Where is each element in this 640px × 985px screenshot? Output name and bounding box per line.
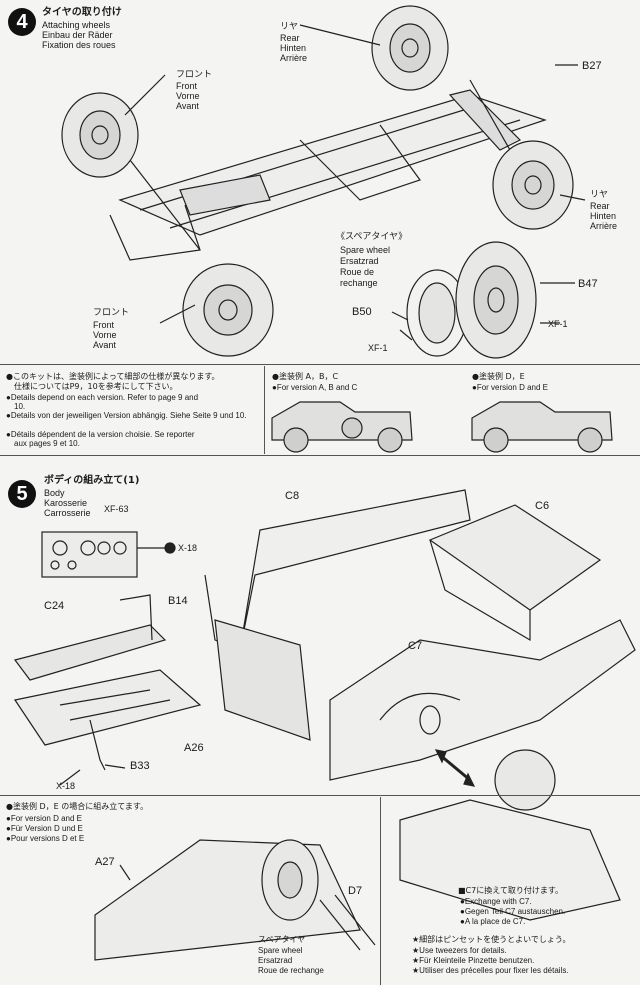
version-de-step-jp: ●塗装例 D，E の場合に組み立てます。: [6, 802, 149, 811]
exchange-note-de: ●Gegen Teil C7 austauschen.: [460, 907, 566, 916]
note-divider: [0, 455, 640, 456]
front-top-label-en: Front: [176, 81, 198, 91]
part-a27: A27: [95, 856, 115, 868]
version-de-step-en: ●For version D and E: [6, 814, 82, 823]
step-4-number: 4: [8, 8, 36, 36]
version-de-en: ●For version D and E: [472, 383, 548, 392]
rear-top-label-de: Hinten: [280, 43, 307, 53]
tweezers-note-jp: ★細部はピンセットを使うとよいでしょう。: [412, 935, 571, 944]
rear-right-label-jp: リヤ: [590, 190, 609, 200]
exchange-note-en: ●Exchange with C7.: [460, 897, 532, 906]
version-abc-en: ●For version A, B and C: [272, 383, 358, 392]
rear-right-label-de: Hinten: [590, 211, 617, 221]
step-5-title-fr: Carrosserie: [44, 508, 91, 518]
part-x18-bottom: X-18: [56, 781, 76, 791]
step-4-title-en: Attaching wheels: [42, 20, 111, 30]
part-xf1-right: XF-1: [548, 319, 568, 329]
exchange-note-jp: ■C7に換えて取り付けます。: [458, 886, 564, 895]
part-c8: C8: [285, 490, 300, 502]
step-4-title-jp: タイヤの取り付け: [42, 7, 122, 18]
version-note-de: ●Details von der jeweiligen Version abhä…: [6, 411, 247, 420]
spare-label-fr: Roue de rechange: [258, 966, 324, 975]
version-de-step-de: ●Für Version D und E: [6, 824, 83, 833]
version-de-step-fr: ●Pour versions D et E: [6, 834, 85, 843]
version-note-fr2: aux pages 9 et 10.: [14, 439, 80, 448]
version-note-fr1: ●Détails dépendent de la version choisie…: [6, 430, 195, 439]
step-5-title-jp: ボディの組み立て(1): [44, 475, 140, 486]
version-note-jp2: 仕様についてはP9，10を参考にして下さい。: [14, 382, 178, 391]
part-c6: C6: [535, 500, 550, 512]
version-note-en2: 10.: [14, 402, 26, 411]
step-5-number: 5: [8, 480, 36, 508]
spare-wheel-label-en: Spare wheel: [340, 245, 391, 255]
rear-right-label-fr: Arrière: [590, 221, 618, 231]
front-top-label-de: Vorne: [176, 91, 200, 101]
part-c7: C7: [408, 640, 423, 652]
front-bottom-label-en: Front: [93, 320, 115, 330]
part-b50: B50: [352, 306, 372, 318]
step-4-title-de: Einbau der Räder: [42, 30, 113, 40]
version-abc-jp: ●塗装例 A，B，C: [272, 372, 339, 381]
spare-wheel-label-jp: 《スペアタイヤ》: [336, 232, 408, 242]
step-5-title-en: Body: [44, 488, 65, 498]
step-5-title-de: Karosserie: [44, 498, 88, 508]
spare-label-de: Ersatzrad: [258, 956, 293, 965]
part-x18-top: X-18: [178, 543, 198, 553]
part-a26: A26: [184, 742, 204, 754]
part-b33: B33: [130, 760, 150, 772]
step4-divider: [0, 364, 640, 365]
rear-top-label-fr: Arrière: [280, 53, 308, 63]
spare-wheel-label-fr2: rechange: [340, 278, 378, 288]
tweezers-note-de: ★Für Kleinteile Pinzette benutzen.: [412, 956, 535, 965]
front-bottom-label-de: Vorne: [93, 330, 117, 340]
step5-divider: [0, 795, 640, 796]
part-xf1-left: XF-1: [368, 343, 388, 353]
front-bottom-label-jp: フロント: [93, 308, 130, 318]
version-de-jp: ●塗装例 D，E: [472, 372, 525, 381]
part-xf63: XF-63: [104, 504, 129, 514]
part-c24: C24: [44, 600, 65, 612]
exchange-note-fr: ●A la place de C7.: [460, 917, 526, 926]
front-bottom-label-fr: Avant: [93, 340, 116, 350]
step5-vertical-divider: [380, 797, 381, 985]
version-note-en1: ●Details depend on each version. Refer t…: [6, 393, 199, 402]
spare-label-jp: スペアタイヤ: [258, 935, 306, 944]
version-note-jp1: ●このキットは、塗装例によって細部の仕様が異なります。: [6, 372, 220, 381]
rear-right-label-en: Rear: [590, 201, 610, 211]
rear-top-label-jp: リヤ: [280, 22, 299, 32]
tweezers-note-en: ★Use tweezers for details.: [412, 946, 507, 955]
part-b14: B14: [168, 595, 188, 607]
step-4-title-fr: Fixation des roues: [42, 40, 116, 50]
spare-label-en: Spare wheel: [258, 946, 303, 955]
front-top-label-jp: フロント: [176, 70, 213, 80]
part-d7: D7: [348, 885, 363, 897]
rear-top-label-en: Rear: [280, 33, 300, 43]
part-b47: B47: [578, 278, 598, 290]
part-b27: B27: [582, 60, 602, 72]
note-vertical-divider: [264, 366, 265, 454]
tweezers-note-fr: ★Utiliser des précelles pour fixer les d…: [412, 966, 569, 975]
front-top-label-fr: Avant: [176, 101, 199, 111]
spare-wheel-label-fr1: Roue de: [340, 267, 375, 277]
spare-wheel-label-de: Ersatzrad: [340, 256, 379, 266]
